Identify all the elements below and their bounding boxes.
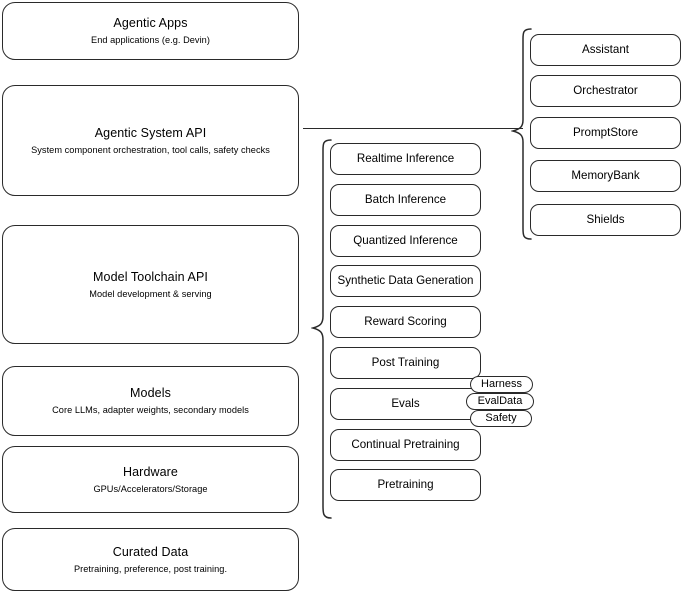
toolchain-chip-realtime-inference[interactable]: Realtime Inference [330, 143, 481, 175]
brace-toolchain [311, 139, 332, 519]
layer-box-hardware[interactable]: Hardware GPUs/Accelerators/Storage [2, 446, 299, 513]
system-chip-promptstore[interactable]: PromptStore [530, 117, 681, 149]
toolchain-chip-synthetic-data-generation[interactable]: Synthetic Data Generation [330, 265, 481, 297]
eval-pill-safety[interactable]: Safety [470, 410, 532, 427]
layer-subtitle: Core LLMs, adapter weights, secondary mo… [52, 405, 249, 415]
system-chip-assistant[interactable]: Assistant [530, 34, 681, 66]
chip-label: Quantized Inference [353, 234, 458, 247]
toolchain-chip-evals[interactable]: Evals [330, 388, 481, 420]
chip-label: Shields [586, 213, 625, 226]
chip-label: Post Training [371, 356, 440, 369]
toolchain-chip-pretraining[interactable]: Pretraining [330, 469, 481, 501]
toolchain-chip-continual-pretraining[interactable]: Continual Pretraining [330, 429, 481, 461]
toolchain-chip-post-training[interactable]: Post Training [330, 347, 481, 379]
chip-label: Synthetic Data Generation [337, 274, 474, 287]
layer-box-curated-data[interactable]: Curated Data Pretraining, preference, po… [2, 528, 299, 591]
layer-title: Models [130, 386, 171, 400]
layer-subtitle: Pretraining, preference, post training. [73, 563, 228, 574]
eval-pill-harness[interactable]: Harness [470, 376, 533, 393]
layer-subtitle: End applications (e.g. Devin) [91, 35, 210, 45]
brace-system-components [511, 28, 532, 240]
layer-box-model-toolchain-api[interactable]: Model Toolchain API Model development & … [2, 225, 299, 344]
layer-box-agentic-apps[interactable]: Agentic Apps End applications (e.g. Devi… [2, 2, 299, 60]
chip-label: Pretraining [377, 478, 434, 491]
layer-title: Hardware [123, 464, 178, 479]
connector-line-system-api [303, 128, 523, 130]
chip-label: Realtime Inference [356, 152, 455, 165]
layer-title: Curated Data [112, 544, 189, 559]
toolchain-chip-batch-inference[interactable]: Batch Inference [330, 184, 481, 216]
chip-label: Orchestrator [573, 84, 638, 97]
chip-label: Reward Scoring [364, 315, 447, 328]
layer-subtitle: Model development & serving [89, 288, 212, 299]
chip-label: Assistant [581, 43, 630, 56]
pill-label: Harness [481, 378, 522, 390]
chip-label: PromptStore [572, 126, 639, 139]
system-chip-shields[interactable]: Shields [530, 204, 681, 236]
toolchain-chip-reward-scoring[interactable]: Reward Scoring [330, 306, 481, 338]
chip-label: Batch Inference [364, 193, 447, 206]
system-chip-memorybank[interactable]: MemoryBank [530, 160, 681, 192]
layer-subtitle: GPUs/Accelerators/Storage [93, 483, 208, 494]
layer-title: Agentic Apps [113, 16, 188, 30]
layer-box-agentic-system-api[interactable]: Agentic System API System component orch… [2, 85, 299, 196]
pill-label: EvalData [477, 395, 523, 407]
toolchain-chip-quantized-inference[interactable]: Quantized Inference [330, 225, 481, 257]
system-chip-orchestrator[interactable]: Orchestrator [530, 75, 681, 107]
layer-box-models[interactable]: Models Core LLMs, adapter weights, secon… [2, 366, 299, 436]
layer-title: Agentic System API [94, 125, 207, 140]
chip-label: MemoryBank [571, 169, 640, 182]
layer-subtitle: System component orchestration, tool cal… [31, 144, 270, 155]
chip-label: Evals [391, 397, 420, 410]
eval-pill-evaldata[interactable]: EvalData [466, 393, 534, 410]
pill-label: Safety [485, 412, 517, 424]
layer-title: Model Toolchain API [93, 269, 208, 284]
chip-label: Continual Pretraining [351, 438, 460, 451]
